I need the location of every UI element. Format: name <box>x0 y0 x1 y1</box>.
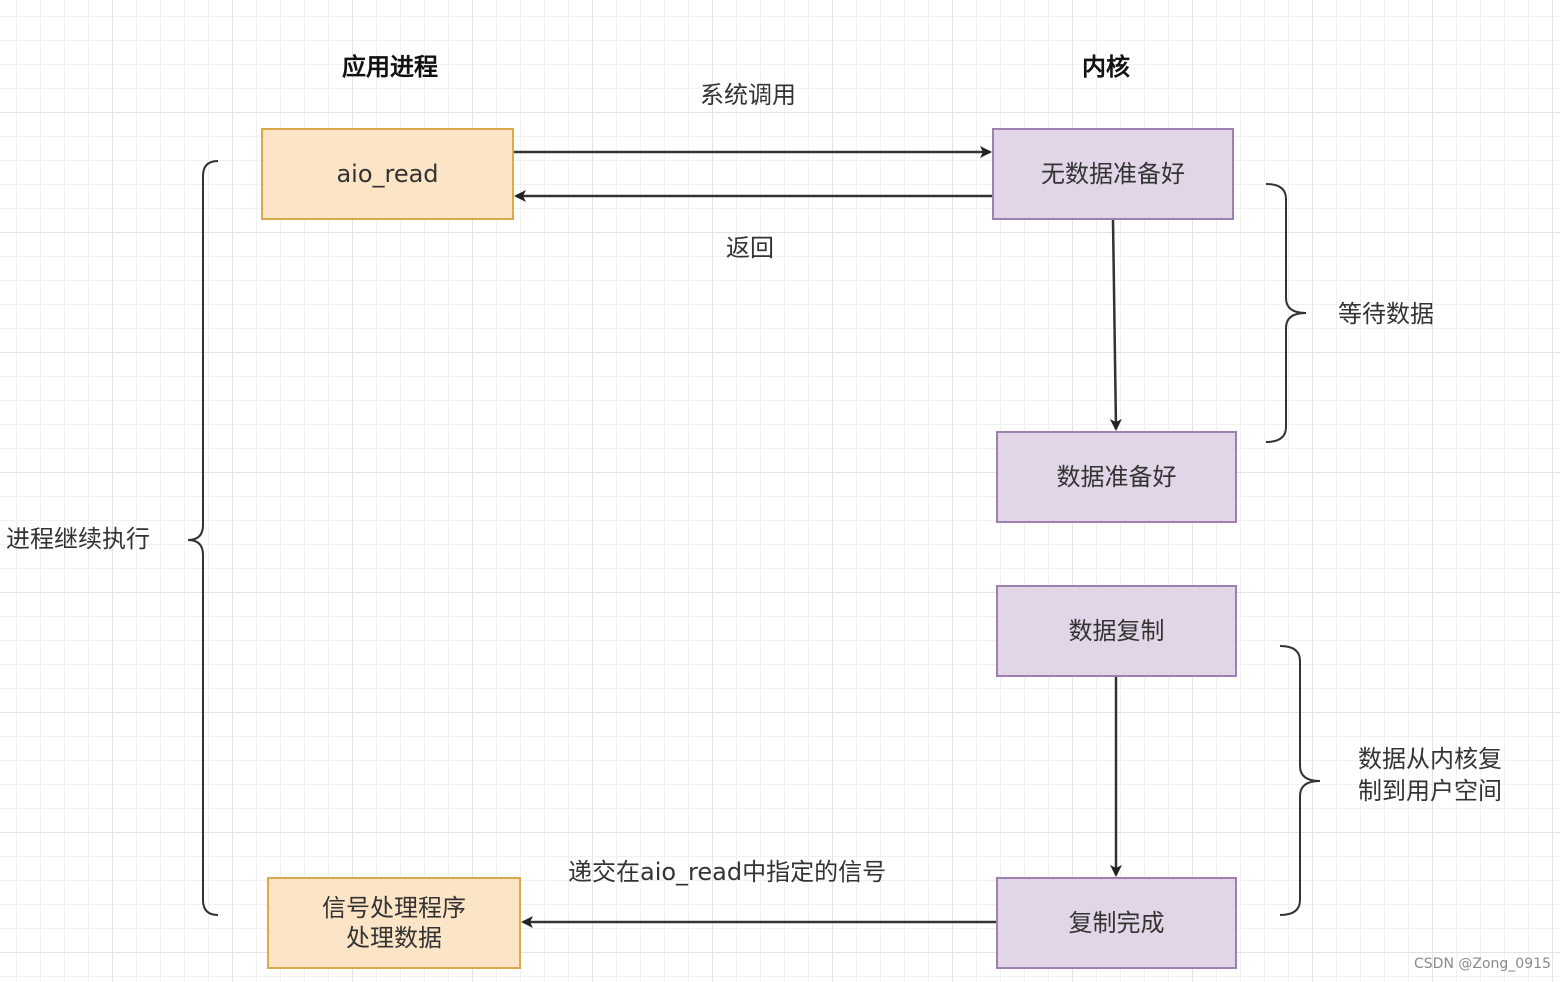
aio-read-node: aio_read <box>261 128 514 220</box>
wait-data-brace <box>1265 183 1307 443</box>
no-data-ready-node: 无数据准备好 <box>992 128 1234 220</box>
data-ready-label: 数据准备好 <box>1056 463 1177 491</box>
kernel-heading: 内核 <box>1082 53 1130 81</box>
copy-to-user-line2: 制到用户空间 <box>1358 777 1502 805</box>
aio-read-label: aio_read <box>336 160 439 188</box>
data-copy-node: 数据复制 <box>996 585 1237 677</box>
no-data-to-ready-arrow <box>1109 219 1122 431</box>
process-continues-brace <box>187 160 219 916</box>
signal-handler-node: 信号处理程序 处理数据 <box>267 877 521 969</box>
deliver-signal-edge-label: 递交在aio_read中指定的信号 <box>568 858 887 886</box>
watermark: CSDN @Zong_0915 <box>1414 956 1551 972</box>
copy-complete-node: 复制完成 <box>996 877 1237 969</box>
process-continues-label: 进程继续执行 <box>6 525 150 553</box>
app-process-heading: 应用进程 <box>342 53 438 81</box>
wait-data-label: 等待数据 <box>1338 300 1434 328</box>
signal-handler-label-line1: 信号处理程序 <box>322 894 466 922</box>
signal-handler-label-line2: 处理数据 <box>346 924 442 952</box>
copy-complete-label: 复制完成 <box>1068 909 1165 937</box>
copy-to-user-brace <box>1279 645 1321 916</box>
data-copy-label: 数据复制 <box>1068 617 1165 645</box>
return-edge-label: 返回 <box>726 234 774 262</box>
no-data-ready-label: 无数据准备好 <box>1041 160 1185 188</box>
copy-to-user-label: 数据从内核复 制到用户空间 <box>1358 743 1502 807</box>
data-ready-node: 数据准备好 <box>996 431 1237 523</box>
syscall-edge-label: 系统调用 <box>700 81 796 109</box>
copy-to-user-line1: 数据从内核复 <box>1358 745 1502 773</box>
